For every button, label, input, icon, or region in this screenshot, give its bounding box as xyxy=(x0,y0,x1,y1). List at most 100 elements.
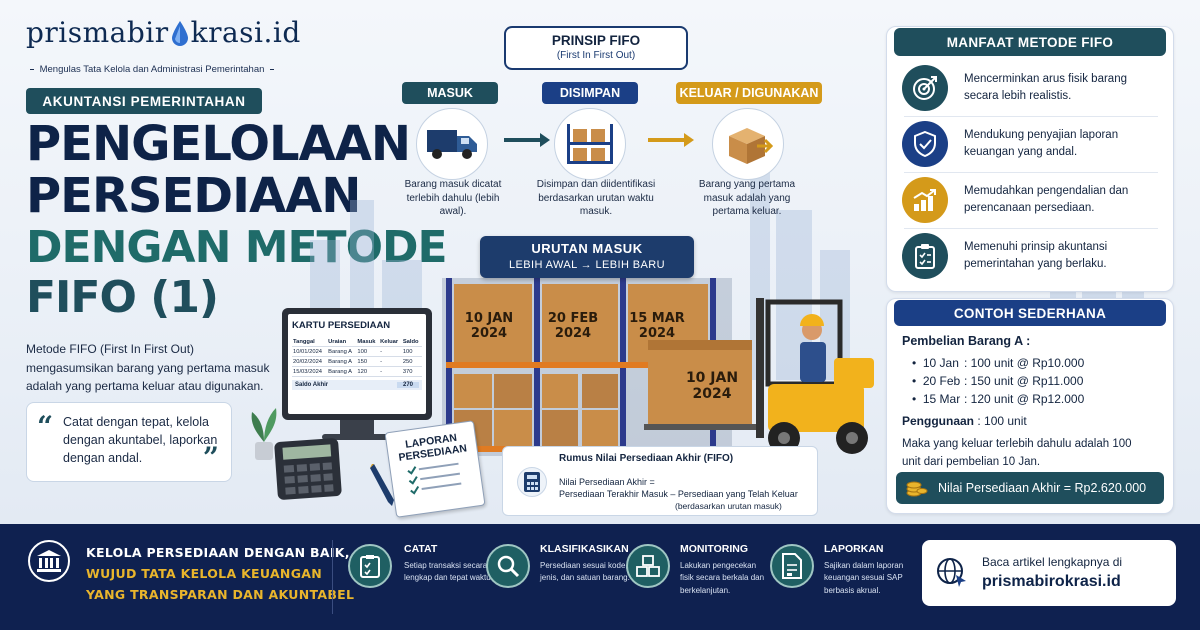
arrow-right-icon xyxy=(504,133,550,147)
table-cell: 15/03/2024 xyxy=(292,366,328,377)
category-badge: AKUNTANSI PEMERINTAHAN xyxy=(26,88,262,114)
purchase-desc: : 150 unit @ Rp11.000 xyxy=(964,374,1084,388)
inventory-card-table: Tanggal Uraian Masuk Keluar Saldo 10/01/… xyxy=(292,337,422,377)
divider xyxy=(904,116,1158,117)
table-cell: 250 xyxy=(401,356,422,367)
final-value-badge: Nilai Persediaan Akhir = Rp2.620.000 xyxy=(896,472,1164,504)
monitor: KARTU PERSEDIAAN Tanggal Uraian Masuk Ke… xyxy=(282,308,432,420)
target-icon xyxy=(902,65,948,111)
purchase-date-text: 20 Feb xyxy=(922,374,961,388)
quote-card: “ Catat dengan tepat, kelola dengan akun… xyxy=(26,402,232,482)
action-title-monitoring: MONITORING xyxy=(680,543,749,555)
benefit-text: Mendukung penyajian laporan keuangan yan… xyxy=(964,128,1119,158)
pen-icon xyxy=(370,464,394,506)
step-label-keluar: KELUAR / DIGUNAKAN xyxy=(676,82,822,104)
box-label-mar: 15 MAR 2024 xyxy=(629,311,685,341)
boxes-icon xyxy=(626,544,670,588)
order-title: URUTAN MASUK xyxy=(531,241,643,256)
table-cell: 20/02/2024 xyxy=(292,356,328,367)
formula-line-1: Nilai Persediaan Akhir = xyxy=(559,477,655,487)
slogan-line-3: YANG TRANSPARAN DAN AKUNTABEL xyxy=(86,587,355,602)
purchase-row: • 20 Feb : 150 unit @ Rp11.000 xyxy=(912,374,1083,388)
benefit-text: Memenuhi prinsip akuntansi pemerintahan … xyxy=(964,240,1108,270)
purchase-label: Pembelian Barang A : xyxy=(902,334,1031,348)
truck-icon xyxy=(416,108,488,180)
government-building-icon xyxy=(28,540,70,582)
calculator-icon xyxy=(517,467,547,497)
close-quote-icon: ” xyxy=(202,441,219,475)
principle-subtitle: (First In First Out) xyxy=(556,50,636,61)
table-header-row: Tanggal Uraian Masuk Keluar Saldo xyxy=(292,337,422,347)
step-caption-masuk: Barang masuk dicatat terlebih dahulu (le… xyxy=(404,179,502,217)
final-value-text: Nilai Persediaan Akhir = Rp2.620.000 xyxy=(938,481,1147,495)
table-cell: 100 xyxy=(401,346,422,357)
table-header: Keluar xyxy=(379,337,402,347)
table-cell: Barang A xyxy=(327,356,357,367)
arrow-right-icon xyxy=(648,133,694,147)
inventory-card-title: KARTU PERSEDIAAN xyxy=(292,320,391,331)
intro-text: Metode FIFO (First In First Out) mengasu… xyxy=(26,342,270,394)
clipboard-icon xyxy=(902,233,948,279)
magnifier-icon xyxy=(486,544,530,588)
purchase-date: • 20 Feb xyxy=(912,374,961,388)
table-cell: - xyxy=(379,366,402,377)
table-row: 15/03/2024 Barang A 120 - 370 xyxy=(292,366,422,377)
table-cell: 100 xyxy=(356,346,380,357)
shelf-icon xyxy=(554,108,626,180)
plant-illustration xyxy=(251,408,277,460)
benefit-item: Mencerminkan arus fisik barang secara le… xyxy=(902,64,1162,112)
purchase-date: • 15 Mar xyxy=(912,392,961,406)
brand-tagline: Mengulas Tata Kelola dan Administrasi Pe… xyxy=(30,64,275,75)
divider xyxy=(904,172,1158,173)
checklist-lines-icon xyxy=(407,462,462,495)
title-line-2: PERSEDIAAN xyxy=(26,168,361,224)
ending-balance-value: 270 xyxy=(396,382,419,388)
table-cell: Barang A xyxy=(327,366,357,377)
table-row: 10/01/2024 Barang A 100 - 100 xyxy=(292,346,422,357)
forklift-illustration xyxy=(644,298,874,454)
benefit-item: Memenuhi prinsip akuntansi pemerintahan … xyxy=(902,232,1162,280)
benefit-item: Mendukung penyajian laporan keuangan yan… xyxy=(902,120,1162,168)
step-caption-keluar: Barang yang pertama masuk adalah yang pe… xyxy=(698,179,796,217)
action-title-klasifikasikan: KLASIFIKASIKAN xyxy=(540,543,629,555)
water-drop-icon xyxy=(171,21,188,46)
slogan-line-1: KELOLA PERSEDIAAN DENGAN BAIK, xyxy=(86,545,350,560)
benefit-item: Memudahkan pengendalian dan perencanaan … xyxy=(902,176,1162,224)
divider xyxy=(904,228,1158,229)
read-article-link[interactable]: Baca artikel lengkapnya di prismabirokra… xyxy=(922,540,1176,606)
order-subtitle: LEBIH AWAL → LEBIH BARU xyxy=(509,259,665,271)
table-header: Uraian xyxy=(327,337,357,347)
checklist-icon xyxy=(348,544,392,588)
inventory-card-screen: KARTU PERSEDIAAN Tanggal Uraian Masuk Ke… xyxy=(288,314,426,414)
step-caption-disimpan: Disimpan dan diidentifikasi berdasarkan … xyxy=(536,179,656,217)
box-label-jan: 10 JAN 2024 xyxy=(464,311,514,341)
benefit-text: Mencerminkan arus fisik barang secara le… xyxy=(964,72,1127,102)
ending-balance-label: Saldo Akhir xyxy=(295,382,329,388)
action-desc-monitoring: Lakukan pengecekan fisik secara berkala … xyxy=(680,561,765,595)
title-line-3: DENGAN METODE xyxy=(26,222,448,273)
purchase-desc: : 100 unit @ Rp10.000 xyxy=(964,356,1085,370)
action-desc-klasifikasikan: Persediaan sesuai kode, jenis, dan satua… xyxy=(540,561,630,583)
slogan-line-2: WUJUD TATA KELOLA KEUANGAN xyxy=(86,566,322,581)
formula-card: Rumus Nilai Persediaan Akhir (FIFO) Nila… xyxy=(502,446,818,516)
purchase-row: • 10 Jan : 100 unit @ Rp10.000 xyxy=(912,356,1084,370)
formula-line-3: (berdasarkan urutan masuk) xyxy=(675,501,782,511)
usage-value: : 100 unit xyxy=(977,414,1027,428)
entry-order-label: URUTAN MASUK LEBIH AWAL → LEBIH BARU xyxy=(480,236,694,278)
open-quote-icon: “ xyxy=(37,410,54,443)
step-label-disimpan: DISIMPAN xyxy=(542,82,638,104)
cta-site[interactable]: prismabirokrasi.id xyxy=(982,573,1121,590)
table-cell: - xyxy=(379,356,402,367)
table-row: 20/02/2024 Barang A 150 - 250 xyxy=(292,356,422,367)
action-desc-catat: Setiap transaksi secara lengkap dan tepa… xyxy=(404,561,493,583)
table-header: Masuk xyxy=(356,337,380,347)
shield-check-icon xyxy=(902,121,948,167)
tagline-text: Mengulas Tata Kelola dan Administrasi Pe… xyxy=(39,64,265,75)
coins-icon xyxy=(906,481,928,497)
purchase-row: • 15 Mar : 120 unit @ Rp12.000 xyxy=(912,392,1084,406)
monitor-stand xyxy=(340,420,374,436)
usage-label: Penggunaan xyxy=(902,414,975,428)
formula-line-2: Persediaan Terakhir Masuk – Persediaan y… xyxy=(559,489,798,499)
purchase-desc: : 120 unit @ Rp12.000 xyxy=(964,392,1085,406)
